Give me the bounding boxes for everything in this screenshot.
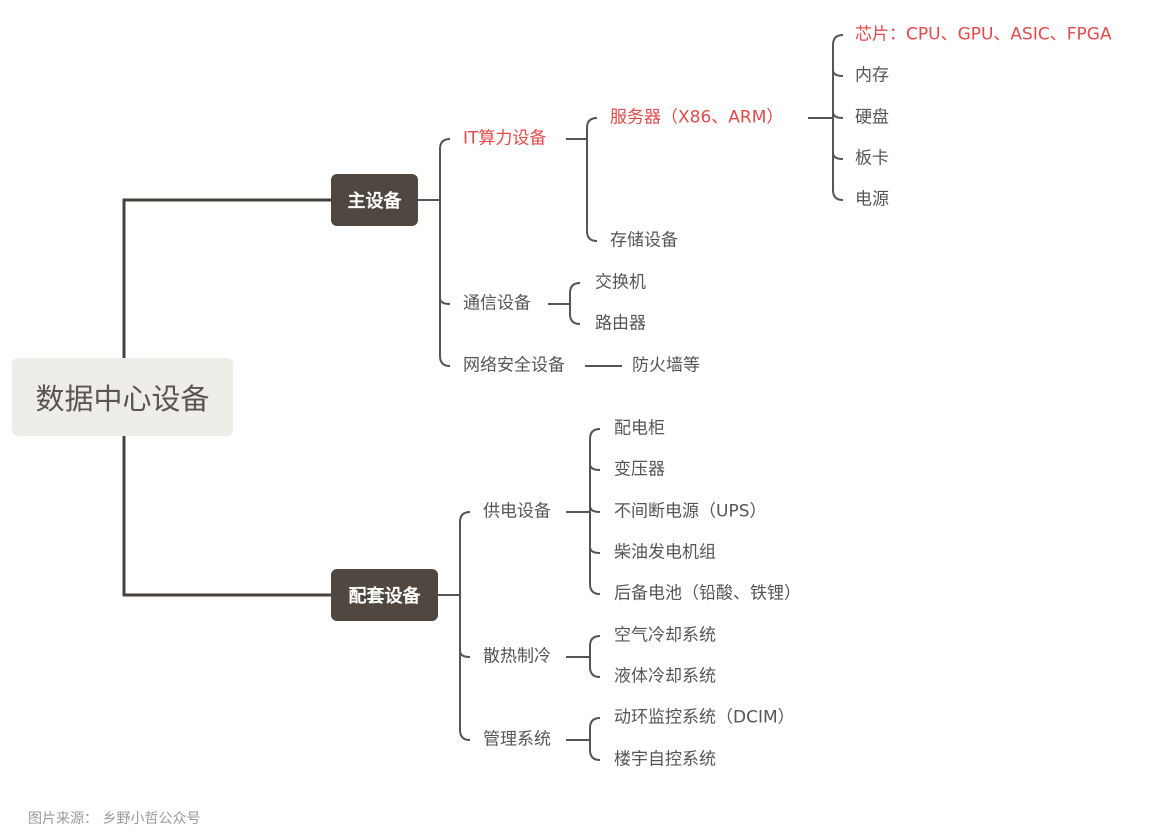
router-node[interactable]: 路由器 bbox=[595, 313, 646, 334]
firewall-node[interactable]: 防火墙等 bbox=[632, 355, 700, 376]
cooling-item[interactable]: 空气冷却系统 bbox=[614, 625, 716, 646]
power-tick bbox=[589, 505, 601, 513]
supporting-equipment-bracket bbox=[459, 511, 471, 741]
cooling-node[interactable]: 散热制冷 bbox=[483, 646, 551, 667]
management-bracket bbox=[589, 717, 601, 761]
power-item[interactable]: 变压器 bbox=[614, 459, 665, 480]
it-compute-bracket bbox=[586, 117, 598, 242]
server-part-memory[interactable]: 内存 bbox=[855, 65, 889, 86]
main-equipment-tick bbox=[439, 297, 451, 305]
cooling-item[interactable]: 液体冷却系统 bbox=[614, 666, 716, 687]
power-node[interactable]: 供电设备 bbox=[483, 501, 551, 522]
server-tick bbox=[832, 69, 844, 77]
supporting-equipment-node[interactable]: 配套设备 bbox=[331, 569, 438, 621]
server-bracket bbox=[832, 34, 844, 201]
communication-node[interactable]: 通信设备 bbox=[463, 293, 531, 314]
image-source-caption: 图片来源： 乡野小哲公众号 bbox=[28, 811, 201, 827]
root-connector-supporting bbox=[122, 436, 331, 597]
server-part-psu[interactable]: 电源 bbox=[855, 189, 889, 210]
power-item[interactable]: 柴油发电机组 bbox=[614, 542, 716, 563]
network-security-node[interactable]: 网络安全设备 bbox=[463, 355, 565, 376]
power-item[interactable]: 不间断电源（UPS） bbox=[614, 501, 767, 522]
server-part-disk[interactable]: 硬盘 bbox=[855, 107, 889, 128]
power-tick bbox=[589, 546, 601, 554]
cooling-bracket bbox=[589, 635, 601, 678]
switch-node[interactable]: 交换机 bbox=[595, 272, 646, 293]
it-compute-node[interactable]: IT算力设备 bbox=[463, 128, 547, 149]
server-part-board[interactable]: 板卡 bbox=[855, 148, 889, 169]
server-node[interactable]: 服务器（X86、ARM） bbox=[610, 107, 784, 128]
storage-node[interactable]: 存储设备 bbox=[610, 230, 678, 251]
main-equipment-node[interactable]: 主设备 bbox=[331, 174, 418, 226]
power-tick bbox=[589, 463, 601, 471]
power-item[interactable]: 配电柜 bbox=[614, 418, 665, 439]
server-part-chip[interactable]: 芯片：CPU、GPU、ASIC、FPGA bbox=[855, 24, 1112, 45]
management-item[interactable]: 动环监控系统（DCIM） bbox=[614, 707, 795, 728]
server-tick bbox=[832, 152, 844, 160]
root-connector-main bbox=[122, 198, 331, 358]
management-node[interactable]: 管理系统 bbox=[483, 729, 551, 750]
root-node[interactable]: 数据中心设备 bbox=[12, 358, 233, 436]
communication-bracket bbox=[569, 282, 581, 325]
power-item[interactable]: 后备电池（铅酸、铁锂） bbox=[614, 583, 801, 604]
power-bracket bbox=[589, 428, 601, 595]
management-item[interactable]: 楼宇自控系统 bbox=[614, 749, 716, 770]
supporting-equipment-tick bbox=[459, 650, 471, 658]
main-equipment-bracket bbox=[439, 138, 451, 367]
server-tick bbox=[832, 111, 844, 119]
